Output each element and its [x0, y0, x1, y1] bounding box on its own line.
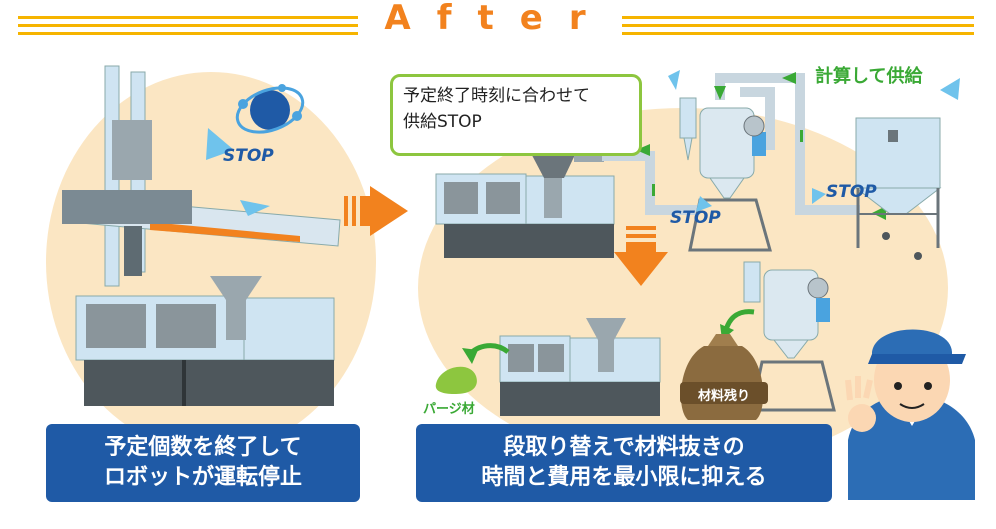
right-caption-box: 段取り替えで材料抜きの 時間と費用を最小限に抑える: [416, 424, 832, 502]
signal-orbit-icon: [206, 84, 305, 216]
page-title: After: [384, 0, 612, 38]
right-top-injection-machine: [435, 140, 615, 258]
header-stripes-left: [18, 16, 358, 42]
dryer-unit-top: [679, 97, 772, 252]
supply-piping: [602, 73, 860, 215]
gantry-robot-illustration: [62, 65, 341, 287]
right-caption-line-1: 段取り替えで材料抜きの: [503, 435, 745, 460]
header-stripes-right: [622, 16, 974, 42]
left-injection-machine: [75, 276, 335, 406]
stop-label-hopper: STOP: [826, 182, 877, 202]
left-caption-box: 予定個数を終了して ロボットが運転停止: [46, 424, 360, 502]
material-bag: [680, 334, 768, 420]
right-bottom-injection-machine: [499, 318, 661, 416]
accent-triangle: [696, 196, 712, 212]
left-caption-line-1: 予定個数を終了して: [104, 435, 302, 460]
callout-line-2: 供給STOP: [403, 112, 482, 132]
right-caption-line-2: 時間と費用を最小限に抑える: [481, 465, 767, 490]
left-caption-line-2: ロボットが運転停止: [103, 465, 302, 490]
accent-triangle: [812, 188, 826, 204]
supply-stop-callout: 予定終了時刻に合わせて 供給STOP: [390, 74, 642, 156]
purge-material-label: パージ材: [423, 402, 475, 417]
transition-arrow: [344, 186, 408, 236]
left-stop-label: STOP: [223, 146, 274, 166]
supply-calc-label: 計算して供給: [815, 66, 923, 87]
worker-illustration: [845, 329, 975, 500]
material-remaining-label: 材料残り: [697, 389, 750, 404]
callout-line-1: 予定終了時刻に合わせて: [403, 86, 590, 106]
down-arrow: [614, 226, 668, 286]
stop-label-dryer: STOP: [670, 208, 721, 228]
supply-hopper: [854, 78, 960, 260]
accent-triangle: [668, 70, 680, 90]
purge-material: [435, 343, 510, 394]
